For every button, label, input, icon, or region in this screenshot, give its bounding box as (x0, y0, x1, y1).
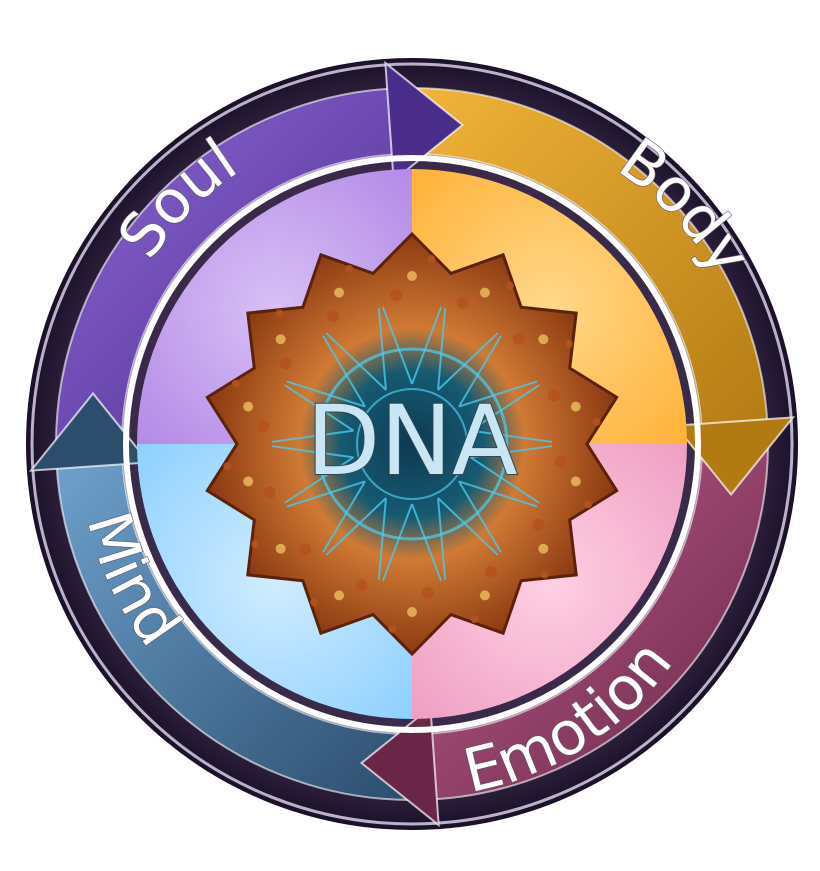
arrowhead-emotion (359, 705, 440, 828)
dna-bloom-strand (325, 307, 387, 391)
dna-bloom-speckle (538, 334, 549, 345)
dna-bloom-speckle (390, 288, 403, 301)
dna-bloom-speckle (243, 476, 254, 487)
dna-bloom-speckle (512, 332, 525, 345)
dna-bloom-strand (271, 384, 355, 443)
dna-bloom-speckle (538, 543, 549, 554)
dna-bloom-speckle (421, 587, 434, 600)
arrowhead-soul (384, 60, 465, 183)
dna-bloom-speckle (570, 401, 581, 412)
dna-bloom-speckle (484, 565, 497, 578)
dna-bloom-core (356, 388, 468, 500)
dna-bloom-speckle (231, 379, 240, 388)
center-label-dna: DNA (306, 385, 517, 497)
dna-bloom-speckle (243, 401, 254, 412)
dna-bloom-speckle (275, 334, 286, 345)
cycle-ring (28, 60, 796, 828)
dna-bloom-speckle (355, 579, 368, 592)
dna-bloom-speckle (407, 607, 417, 617)
dna-bloom-strand (458, 335, 538, 408)
dna-bloom-strand (458, 480, 538, 553)
dna-bloom-speckle (456, 296, 469, 309)
dna-bloom-speckle (388, 624, 397, 633)
dna-bloom-strand (286, 335, 366, 408)
arrowhead-body (673, 416, 796, 497)
dna-molecule-image (205, 231, 619, 657)
dna-bloom-speckle (479, 287, 490, 298)
dna-bloom-speckle (310, 598, 319, 607)
dna-bloom-strand (286, 480, 366, 553)
dna-bloom-speckle (505, 281, 514, 290)
dna-bloom-strand (469, 384, 553, 443)
dna-bloom-strand (469, 445, 553, 504)
dna-bloom-strand (381, 306, 443, 385)
dna-bloom-speckle (264, 486, 277, 499)
outer-rim-highlight (30, 62, 794, 826)
dna-bloom-speckle (407, 271, 417, 281)
inner-ring-outline (123, 155, 701, 733)
dna-bloom-speckle (345, 264, 354, 273)
dna-bloom-speckle (223, 462, 232, 471)
dna-bloom-speckle (592, 417, 601, 426)
dna-bloom-speckle (275, 543, 286, 554)
dna-bloom-strand (381, 503, 443, 582)
dna-bloom-speckle (427, 255, 436, 264)
dna-bloom-speckle (547, 389, 560, 402)
dna-bloom-speckle (564, 339, 573, 348)
dna-bloom-speckle (470, 615, 479, 624)
dna-bloom-strand (437, 307, 499, 391)
dna-bloom-speckle (334, 287, 345, 298)
dna-bloom-speckle (584, 500, 593, 509)
dna-bloom-speckle (540, 570, 549, 579)
dna-bloom-speckle (299, 543, 312, 556)
dna-bloom-speckle (479, 590, 490, 601)
dna-bloom-speckle (554, 455, 567, 468)
arrowhead-mind (28, 391, 151, 472)
dna-bloom-speckle (275, 309, 284, 318)
dna-bloom-strand (437, 497, 499, 581)
dna-bloom-speckle (251, 540, 260, 549)
dna-bloom-strand (271, 445, 355, 504)
dna-bloom-speckle (279, 357, 292, 370)
dna-bloom-speckle (570, 476, 581, 487)
dna-bloom-speckle (532, 518, 545, 531)
dna-bloom-hub (315, 347, 509, 541)
dna-bloom-speckle (327, 310, 340, 323)
dna-bloom-speckle (257, 420, 270, 433)
dna-bloom-speckle (334, 590, 345, 601)
dna-bloom-strand (325, 497, 387, 581)
